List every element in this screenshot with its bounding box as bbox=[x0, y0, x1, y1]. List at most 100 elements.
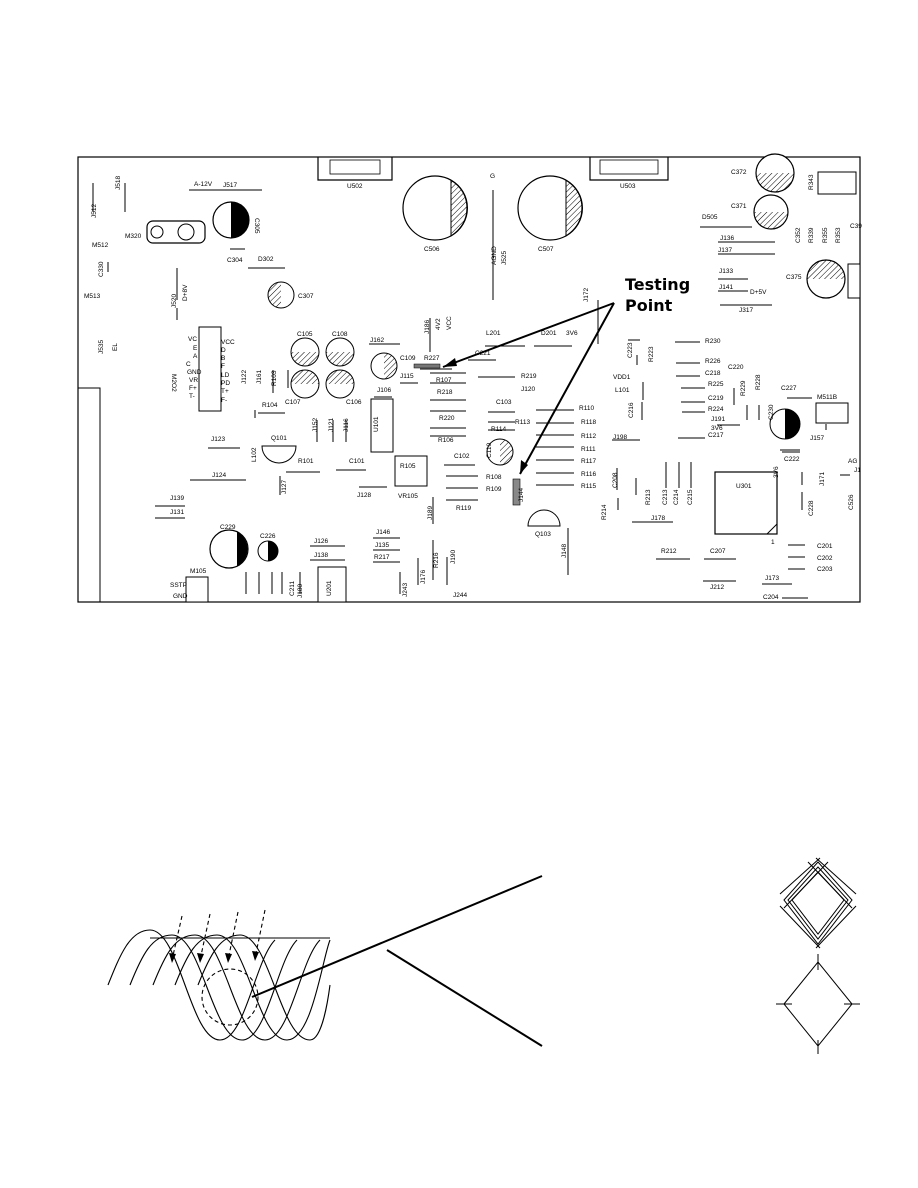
label-c507: C507 bbox=[538, 246, 554, 253]
label-c201: C201 bbox=[817, 543, 833, 550]
wave-2 bbox=[129, 934, 298, 1041]
label-r339: R339 bbox=[808, 227, 815, 243]
label-c375: C375 bbox=[786, 274, 802, 281]
label-c202: C202 bbox=[817, 555, 833, 562]
testing-point-j144 bbox=[512, 478, 521, 506]
label-r218: R218 bbox=[437, 389, 453, 396]
wave-3 bbox=[152, 934, 321, 1041]
label-j1: J1 bbox=[854, 467, 861, 474]
arrowhead-wave-4 bbox=[252, 951, 259, 961]
mount-m320 bbox=[146, 220, 206, 244]
label-m511b: M511B bbox=[817, 394, 837, 401]
label-j144: J144 bbox=[518, 488, 525, 502]
ic-u201 bbox=[317, 566, 347, 603]
label-j171: J171 bbox=[819, 472, 826, 486]
label-r219: R219 bbox=[521, 373, 537, 380]
label-c211: C211 bbox=[289, 581, 296, 596]
arrowhead-1 bbox=[443, 358, 457, 367]
label-j178: J178 bbox=[651, 515, 665, 522]
label-d201: D201 bbox=[541, 330, 557, 337]
label-c526: C526 bbox=[848, 494, 855, 510]
label-r220: R220 bbox=[439, 415, 455, 422]
wave-5 bbox=[197, 934, 331, 1041]
capacitor-c226 bbox=[257, 540, 279, 562]
label-r216: R216 bbox=[433, 552, 440, 568]
label-3v6: 3V6 bbox=[773, 466, 780, 478]
label-c219: C219 bbox=[708, 395, 724, 402]
wave-1 bbox=[107, 929, 276, 1041]
label-j131: J131 bbox=[170, 509, 184, 516]
wave-illustration bbox=[107, 875, 543, 1047]
label-r214: R214 bbox=[601, 504, 608, 520]
label-c: C bbox=[186, 361, 191, 368]
label-d302: D302 bbox=[258, 256, 274, 263]
ic-u301 bbox=[714, 471, 778, 535]
label-j162: J162 bbox=[370, 337, 384, 344]
label-c214: C214 bbox=[673, 489, 680, 505]
label-j173: J173 bbox=[765, 575, 779, 582]
label-c217: C217 bbox=[708, 432, 724, 439]
wave-4 bbox=[174, 934, 331, 1041]
testing-point-r227 bbox=[413, 363, 441, 369]
capacitor-c371 bbox=[753, 194, 789, 230]
label-c106: C106 bbox=[346, 399, 362, 406]
label-j133: J133 bbox=[719, 268, 733, 275]
label-r101: R101 bbox=[298, 458, 314, 465]
label-d-8v: D+8V bbox=[182, 284, 189, 301]
label-r113: R113 bbox=[515, 419, 530, 426]
label-f-: F- bbox=[221, 397, 227, 404]
label-e: E bbox=[193, 345, 198, 352]
label-c204: C204 bbox=[763, 594, 779, 601]
connector-m511b bbox=[815, 402, 849, 424]
label-c228: C228 bbox=[808, 500, 815, 516]
label-j191: J191 bbox=[711, 416, 725, 423]
label-c101: C101 bbox=[349, 458, 365, 465]
label-d: D bbox=[221, 347, 226, 354]
capacitor-c105 bbox=[290, 337, 320, 367]
module-m2o2 bbox=[198, 326, 222, 412]
label-r118: R118 bbox=[581, 419, 596, 426]
label-u503: U503 bbox=[620, 183, 636, 190]
label-j137: J137 bbox=[718, 247, 732, 254]
label-j122: J122 bbox=[241, 370, 248, 384]
capacitor-c229 bbox=[209, 529, 249, 569]
label-r114: R114 bbox=[491, 426, 506, 433]
label-r119: R119 bbox=[456, 505, 471, 512]
label-j517: J517 bbox=[223, 182, 237, 189]
capacitor-c506 bbox=[402, 175, 468, 241]
label-r226: R226 bbox=[705, 358, 721, 365]
label-c305: C305 bbox=[253, 218, 260, 234]
label-r104: R104 bbox=[262, 402, 278, 409]
label-c207: C207 bbox=[710, 548, 726, 555]
label-r212: R212 bbox=[661, 548, 677, 555]
label-c39: C39 bbox=[850, 223, 862, 230]
label-j115: J115 bbox=[400, 373, 414, 380]
board-traces bbox=[92, 183, 850, 603]
label-c371: C371 bbox=[731, 203, 747, 210]
label-u301: U301 bbox=[736, 483, 752, 490]
label-r105: R105 bbox=[400, 463, 416, 470]
crosshatch-diamond bbox=[779, 857, 857, 949]
label-c208: C208 bbox=[612, 472, 619, 488]
label-j157: J157 bbox=[810, 435, 824, 442]
label-j186: J186 bbox=[424, 320, 431, 334]
label-m513: M513 bbox=[84, 293, 101, 300]
ic-u101 bbox=[370, 398, 394, 453]
label-q103: Q103 bbox=[535, 531, 551, 538]
label-l201: L201 bbox=[486, 330, 501, 337]
capacitor-c106 bbox=[325, 369, 355, 399]
label-j123: J123 bbox=[211, 436, 225, 443]
label-r225: R225 bbox=[708, 381, 724, 388]
label-r106: R106 bbox=[438, 437, 454, 444]
label-sstp: SSTP bbox=[170, 582, 187, 589]
label-vcc: VCC bbox=[221, 339, 235, 346]
label-j135: J135 bbox=[375, 542, 389, 549]
label-c203: C203 bbox=[817, 566, 833, 573]
label-3v6: 3V6 bbox=[711, 425, 723, 432]
label-j146: J146 bbox=[376, 529, 390, 536]
label-j189: J189 bbox=[427, 506, 434, 520]
label-j243: J243 bbox=[402, 583, 409, 597]
capacitor-c109 bbox=[370, 352, 398, 380]
label-j136: J136 bbox=[720, 235, 734, 242]
